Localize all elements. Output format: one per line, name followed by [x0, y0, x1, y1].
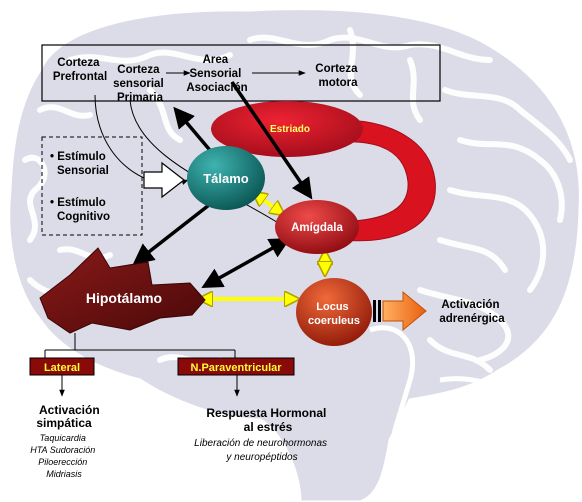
stimulus-arrow — [143, 161, 185, 199]
paraventricular-box — [177, 357, 295, 376]
asociacion-label: Area Sensorial Asociación — [186, 54, 247, 94]
paraventricular-title: Respuesta Hormonal al estrés — [206, 406, 329, 434]
prefrontal-label: Corteza Prefrontal — [53, 57, 107, 83]
lateral-label: Lateral — [44, 362, 80, 374]
arrow-talamo-corteza — [173, 106, 216, 157]
adrenergic-arrow — [373, 290, 427, 332]
locus-label: Locus coeruleus — [308, 301, 360, 327]
arrow-amigdala-hipotalamo — [201, 237, 291, 289]
locus-node — [296, 278, 372, 346]
paraventricular-label: N.Paraventricular — [190, 362, 282, 374]
lateral-box — [29, 357, 95, 376]
arrow-asociacion-amigdala — [230, 81, 313, 200]
talamo-label: Tálamo — [203, 171, 249, 186]
brain-illustration — [7, 7, 582, 502]
amigdala-label: Amígdala — [291, 222, 343, 234]
stimulus-box — [41, 136, 143, 236]
amigdala-node — [275, 200, 359, 254]
output-bracket — [44, 333, 240, 397]
cortex-box — [41, 44, 441, 102]
stimulus-cognitivo: • Estímulo Cognitivo — [50, 197, 110, 223]
hipotalamo-node — [39, 247, 206, 334]
hipotalamo-label: Hipotálamo — [86, 290, 162, 306]
stimulus-sensorial: • Estímulo Sensorial — [50, 151, 109, 177]
paraventricular-items: Liberación de neurohormonas y neuropépti… — [194, 438, 330, 463]
arrow-talamo-amigdala — [254, 193, 283, 214]
arrow-talamo-hipotalamo — [132, 196, 220, 265]
lateral-title: Activación simpática — [36, 403, 103, 430]
sensorial-label: Corteza sensorial Primaria — [113, 64, 167, 104]
talamo-node — [187, 146, 265, 210]
adrenergica-label: Activación adrenérgica — [439, 299, 505, 325]
estriado-label: Estriado — [270, 124, 310, 135]
lateral-items: Taquicardia HTA Sudoración Piloerección … — [30, 433, 98, 479]
motora-label: Corteza motora — [315, 63, 360, 89]
